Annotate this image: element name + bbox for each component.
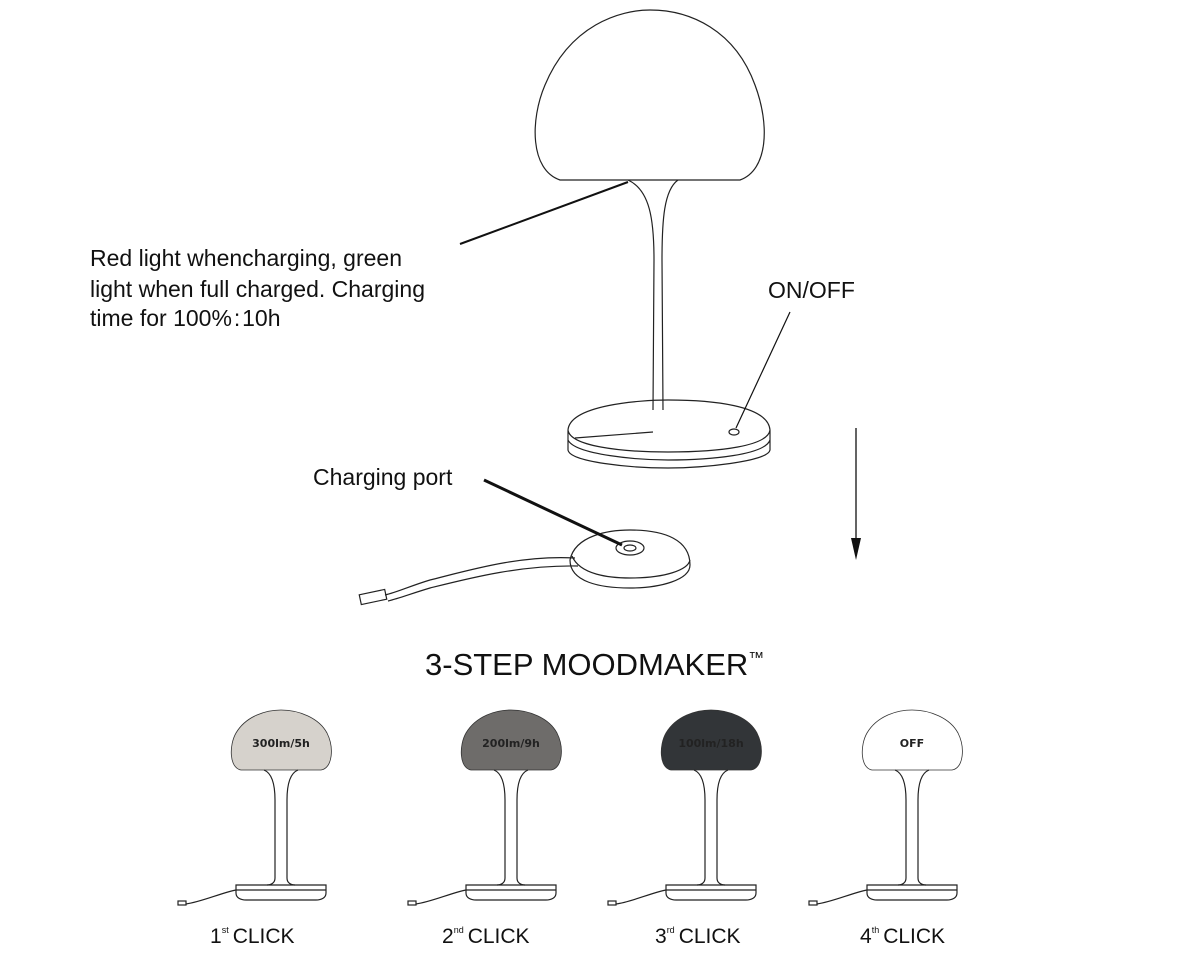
- charging-port-label: Charging port: [313, 464, 453, 490]
- lamp-shade: [534, 9, 765, 181]
- on-off-label: ON/OFF: [768, 277, 855, 303]
- lamp-base: [866, 884, 958, 901]
- usb-cable: [615, 889, 667, 905]
- lamp-base: [465, 884, 557, 901]
- down-arrow-icon: [851, 428, 861, 560]
- charging-light-note: Red light whencharging, green light when…: [90, 245, 431, 331]
- lamp-shade: [861, 709, 963, 771]
- charging-light-leader: [459, 181, 629, 245]
- lamp-stem: [263, 769, 299, 886]
- usb-plug: [407, 900, 417, 906]
- lamp-base: [665, 884, 757, 901]
- usb-plug: [177, 900, 187, 906]
- lamp-stem: [493, 769, 529, 886]
- usb-plug: [358, 588, 388, 606]
- mode-label: 300lm/5h: [252, 737, 310, 750]
- usb-plug: [607, 900, 617, 906]
- lamp-shade: [460, 709, 562, 771]
- lamp-stem: [693, 769, 729, 886]
- lamp-base: [235, 884, 327, 901]
- usb-cable: [185, 889, 237, 905]
- mode-label: OFF: [900, 737, 924, 750]
- moodmaker-title: 3-STEP MOODMAKER™: [425, 647, 764, 682]
- on-off-leader: [735, 311, 791, 429]
- mode-label: 200lm/9h: [482, 737, 540, 750]
- lamp-shade: [660, 709, 762, 771]
- on-off-button: [728, 428, 740, 436]
- usb-cable: [415, 889, 467, 905]
- usb-cable: [816, 889, 868, 905]
- mode-label: 100lm/18h: [678, 737, 743, 750]
- charging-port-leader: [483, 478, 623, 547]
- lamp-stem: [627, 179, 679, 411]
- usb-cable: [384, 557, 579, 602]
- charging-port-socket: [615, 540, 645, 556]
- lamp-stem: [894, 769, 930, 886]
- main-lamp: [534, 9, 771, 469]
- lamp-base: [567, 399, 771, 469]
- usb-plug: [808, 900, 818, 906]
- charging-pad: [358, 529, 691, 606]
- lamp-shade: [230, 709, 332, 771]
